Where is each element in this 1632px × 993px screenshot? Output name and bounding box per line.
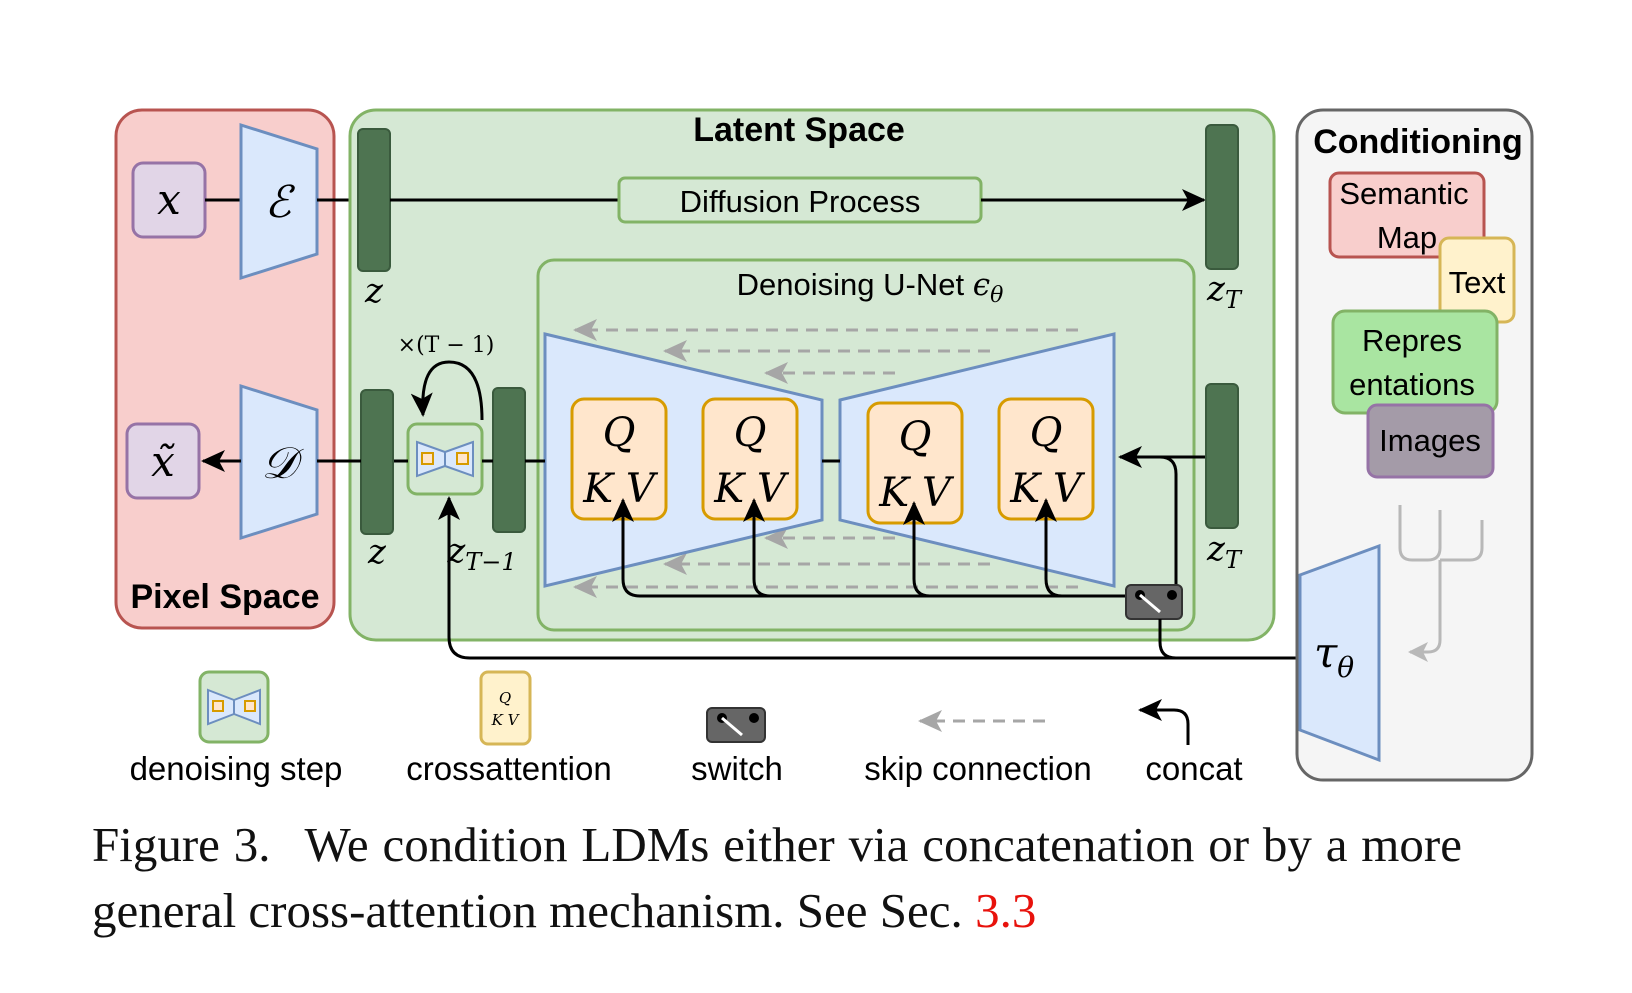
section-reference-link[interactable]: 3.3 bbox=[975, 883, 1037, 938]
figure-caption: Figure 3.We condition LDMs either via co… bbox=[92, 812, 1462, 944]
zT-minus-1-label: zT−1 bbox=[446, 531, 516, 576]
representations-line-2: entations bbox=[1349, 367, 1475, 402]
encoder-trapezoid bbox=[239, 122, 319, 281]
attention-kv: K V bbox=[878, 470, 955, 516]
legend: denoising step Q K V crossattention swit… bbox=[130, 670, 1243, 787]
legend-concat-label: concat bbox=[1145, 750, 1242, 787]
attention-q: Q bbox=[734, 410, 767, 456]
attention-kv: K V bbox=[713, 466, 790, 512]
semantic-map-line-2: Map bbox=[1377, 220, 1437, 255]
conditioning-label: Conditioning bbox=[1313, 123, 1523, 161]
representations-line-1: Repres bbox=[1362, 323, 1462, 358]
zT-label-bottom: zT bbox=[1206, 529, 1243, 574]
conditioning-merge-tree bbox=[1398, 505, 1484, 662]
attention-kv: K V bbox=[1009, 466, 1086, 512]
attention-kv: K V bbox=[582, 466, 659, 512]
conditioning-feed-line bbox=[438, 496, 1300, 660]
x-input-label: x bbox=[157, 175, 181, 224]
z-label-top: z bbox=[364, 271, 384, 311]
text-input-label: Text bbox=[1449, 265, 1506, 300]
crossattention-block-2: Q K V bbox=[701, 397, 799, 521]
z-latent-bar-top bbox=[357, 128, 391, 272]
decoder-trapezoid bbox=[239, 383, 319, 541]
representations-input: Repres entations bbox=[1331, 309, 1499, 415]
legend-mini-kv: K V bbox=[491, 711, 521, 729]
crossattention-block-1: Q K V bbox=[570, 397, 668, 521]
skip-connections bbox=[573, 319, 1078, 598]
x-tilde-label: x̃ bbox=[151, 437, 175, 486]
tau-theta-label: τθ bbox=[1314, 628, 1354, 684]
tau-theta-encoder bbox=[1298, 543, 1381, 763]
attention-q: Q bbox=[1030, 410, 1063, 456]
caption-text: We condition LDMs either via concatenati… bbox=[92, 817, 1462, 938]
zT-latent-bar-top bbox=[1205, 124, 1239, 270]
repeat-label: ×(T − 1) bbox=[398, 333, 495, 358]
legend-skip-connection-label: skip connection bbox=[864, 750, 1091, 787]
legend-switch-icon bbox=[706, 707, 766, 743]
legend-crossattention-icon: Q K V bbox=[479, 670, 532, 746]
concat-path bbox=[1118, 446, 1206, 595]
zT-minus-1-latent-bar bbox=[492, 387, 526, 533]
legend-crossattention-label: crossattention bbox=[406, 750, 611, 787]
figure-number: Figure 3. bbox=[92, 817, 271, 872]
images-input-label: Images bbox=[1379, 423, 1481, 458]
z-latent-bar-bottom bbox=[360, 389, 394, 535]
repeat-loop-arrow bbox=[410, 360, 484, 421]
zT-label-top: zT bbox=[1206, 269, 1243, 314]
semantic-map-line-1: Semantic bbox=[1339, 176, 1468, 211]
x-tilde-output-box bbox=[125, 422, 201, 500]
attention-q: Q bbox=[899, 414, 932, 460]
images-input: Images bbox=[1366, 403, 1495, 479]
denoising-step-box bbox=[406, 422, 484, 496]
unet-label: Denoising U-Net ϵθ bbox=[737, 267, 1004, 308]
z-label-bottom: z bbox=[367, 532, 387, 572]
pixel-space-label: Pixel Space bbox=[130, 578, 319, 616]
semantic-map-input: Semantic Map bbox=[1328, 171, 1486, 259]
legend-concat-icon bbox=[1138, 699, 1190, 745]
legend-denoising-step-label: denoising step bbox=[130, 750, 343, 787]
crossattention-conditioning-arrows bbox=[612, 498, 1140, 598]
encoder-label: ℰ bbox=[265, 177, 296, 228]
diffusion-process-label: Diffusion Process bbox=[680, 184, 921, 219]
attention-q: Q bbox=[603, 410, 636, 456]
legend-switch-label: switch bbox=[691, 750, 783, 787]
crossattention-block-3: Q K V bbox=[866, 401, 964, 525]
legend-mini-q: Q bbox=[499, 689, 511, 707]
text-input: Text bbox=[1438, 236, 1516, 324]
latent-space-label: Latent Space bbox=[693, 111, 905, 149]
zT-latent-bar-bottom bbox=[1205, 383, 1239, 529]
legend-denoising-step-icon bbox=[198, 670, 270, 744]
switch-icon bbox=[1125, 584, 1183, 620]
